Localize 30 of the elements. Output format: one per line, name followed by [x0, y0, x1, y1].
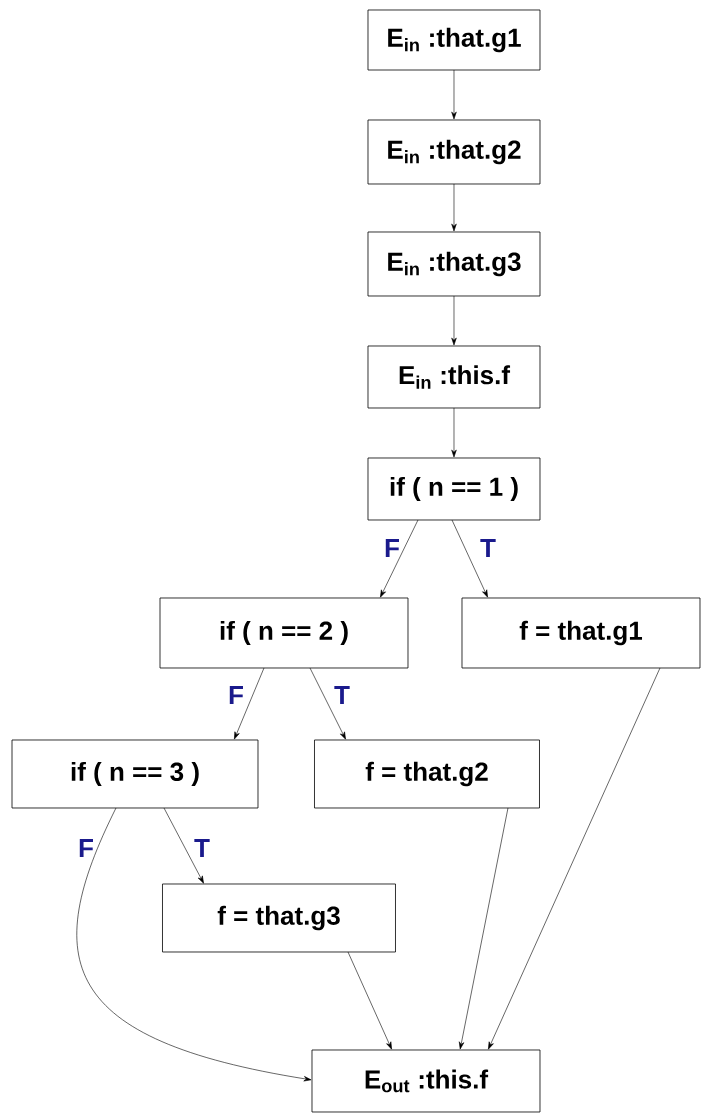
arrow	[163, 807, 204, 884]
arrow	[309, 667, 346, 740]
arrow	[488, 667, 661, 1050]
process-box: E$_{in}$ :that.g2	[367, 119, 541, 185]
arrow	[76, 807, 312, 1082]
process-box: f = that.g1	[461, 597, 701, 669]
process-box: E$_{in}$ :that.g1	[367, 9, 541, 71]
process-box: if ( n == 2 )	[159, 597, 409, 669]
edge-label: T	[194, 839, 210, 857]
arrow	[380, 519, 419, 598]
process-box: E$_{in}$ :this.f	[367, 345, 541, 409]
process-box: E$_{in}$ :that.g3	[367, 231, 541, 297]
edge-label: T	[480, 539, 496, 557]
edge-label: T	[334, 686, 350, 704]
arrow	[234, 667, 265, 740]
arrow	[451, 407, 457, 458]
arrow	[458, 807, 509, 1050]
edge-label: F	[229, 686, 243, 704]
process-box: if ( n == 3 )	[11, 739, 259, 809]
edge-label: F	[79, 839, 93, 857]
arrow	[451, 69, 457, 120]
process-box: if ( n == 1 )	[367, 457, 541, 521]
arrow	[451, 295, 457, 346]
edge-label: F	[385, 539, 399, 557]
process-box: E$_{out}$ :this.f	[311, 1049, 541, 1113]
arrow	[451, 183, 457, 232]
arrow	[347, 951, 392, 1050]
process-box: f = that.g2	[314, 739, 540, 809]
process-box: f = that.g3	[162, 883, 396, 953]
arrow	[451, 519, 488, 598]
